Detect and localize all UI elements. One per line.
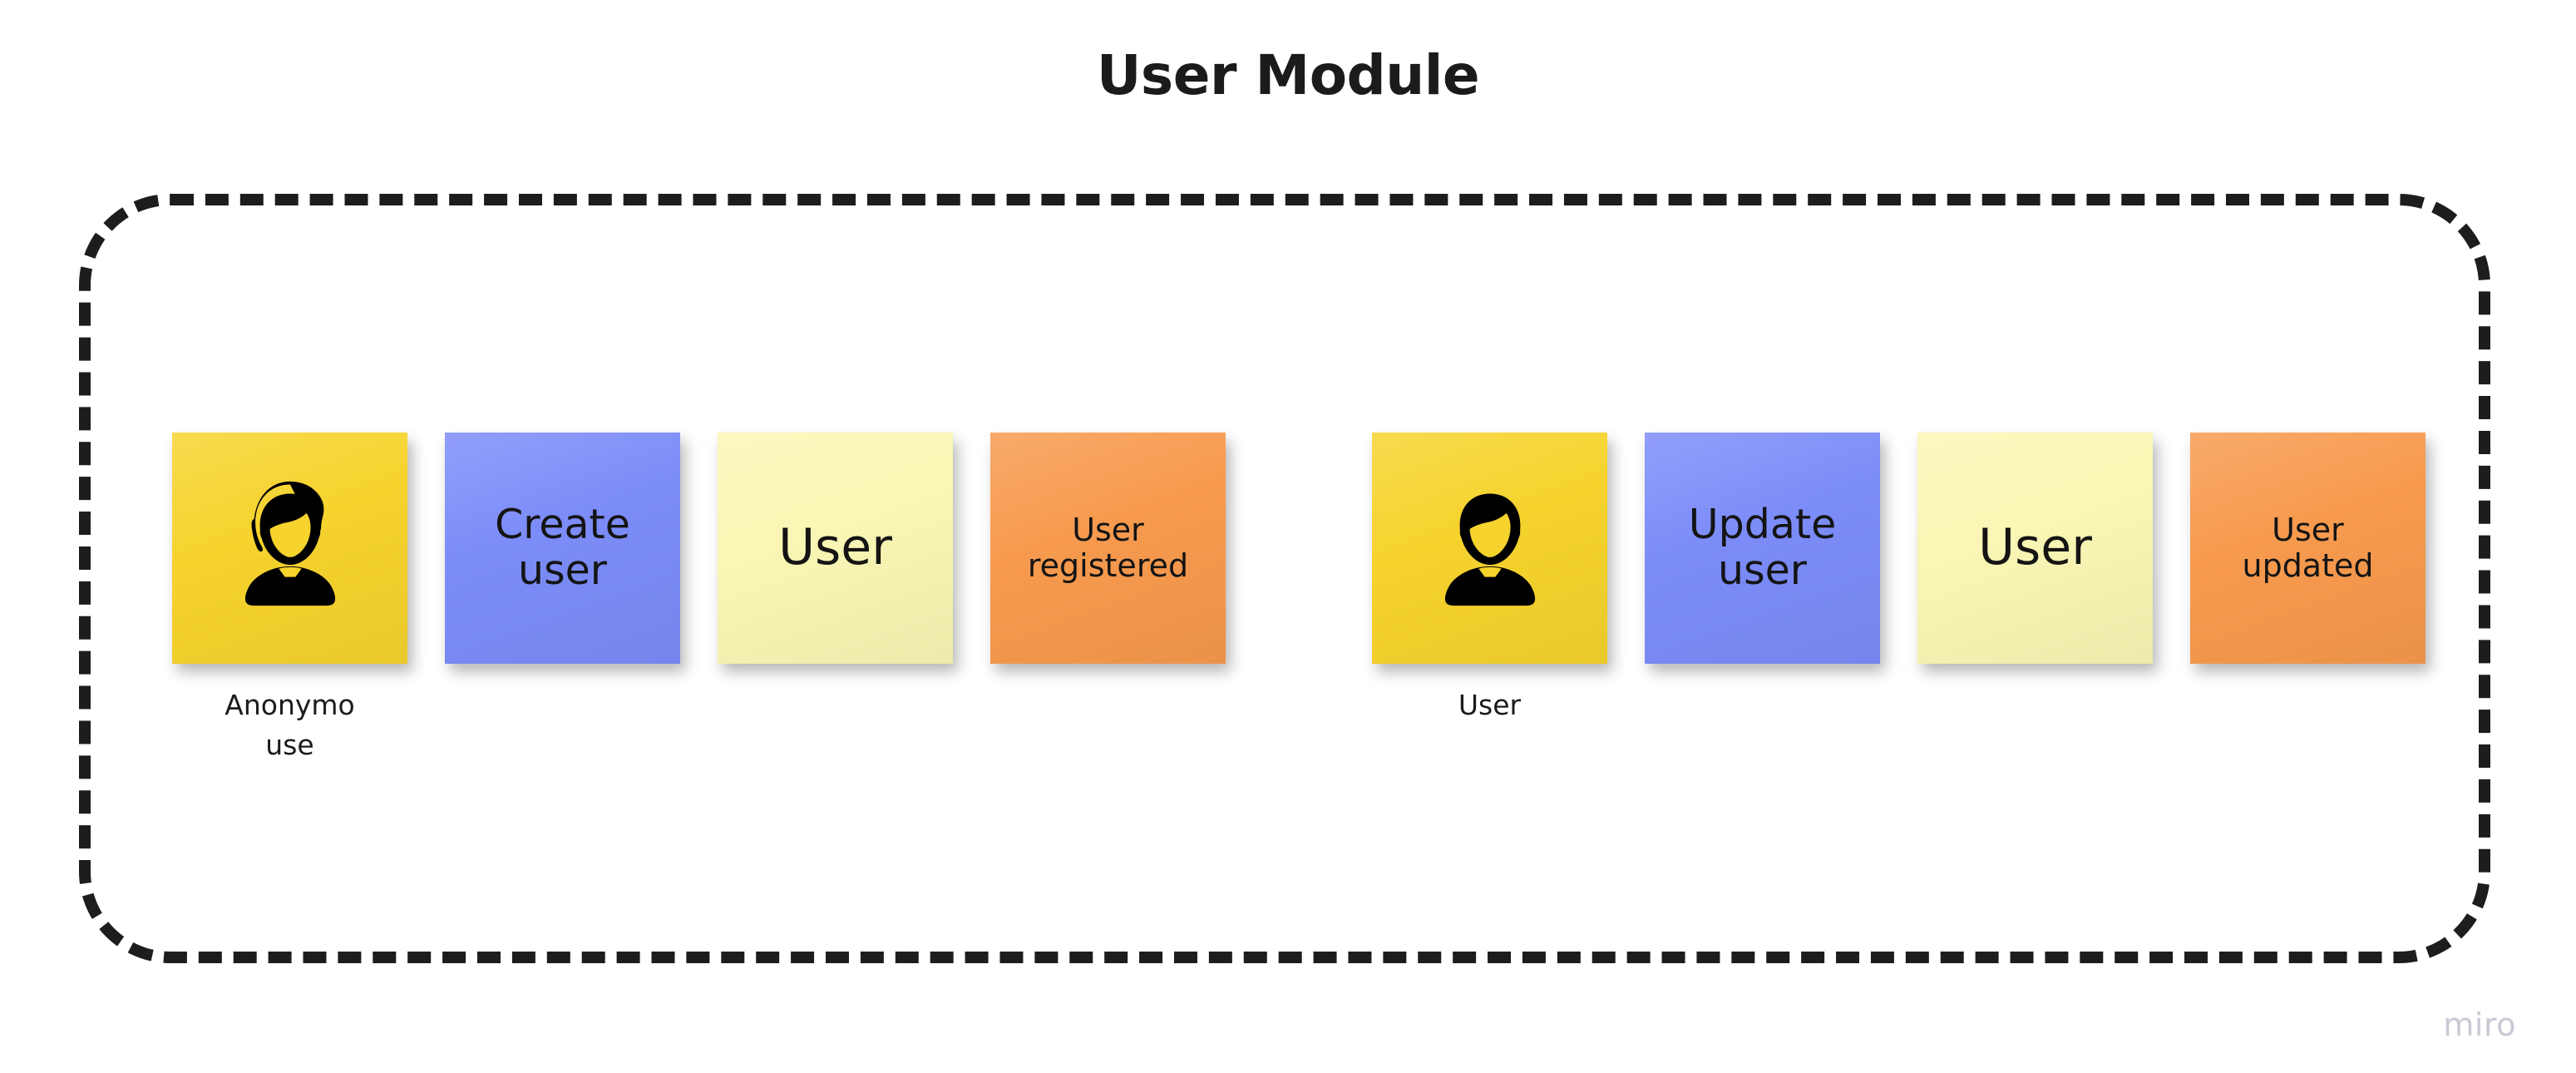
- sticky-note-text: Update user: [1688, 501, 1837, 594]
- sticky-note-aggregate[interactable]: User: [718, 433, 953, 664]
- sticky-note-event[interactable]: User updated: [2190, 433, 2425, 664]
- sticky-note-text: User registered: [1027, 512, 1189, 584]
- actor-label: Anonymo use: [225, 689, 355, 761]
- miro-watermark: miro: [2443, 1006, 2516, 1043]
- command-slot: Update user: [1645, 433, 1880, 664]
- note-group-registration: Anonymo use Create user User User regist…: [172, 433, 1226, 765]
- event-slot: User registered: [990, 433, 1226, 664]
- sticky-note-actor[interactable]: [172, 433, 407, 664]
- actor-slot: Anonymo use: [172, 433, 407, 765]
- sticky-note-actor[interactable]: [1372, 433, 1607, 664]
- sticky-note-text: User updated: [2242, 512, 2374, 584]
- aggregate-slot: User: [718, 433, 953, 664]
- page-title: User Module: [1096, 43, 1480, 107]
- command-slot: Create user: [445, 433, 680, 664]
- module-boundary: [79, 194, 2490, 963]
- aggregate-slot: User: [1917, 433, 2153, 664]
- sticky-note-aggregate[interactable]: User: [1917, 433, 2153, 664]
- sticky-note-text: User: [1978, 518, 2092, 577]
- actor-slot: User: [1372, 433, 1607, 725]
- note-group-update: User Update user User User updated: [1372, 433, 2425, 725]
- sticky-note-command[interactable]: Update user: [1645, 433, 1880, 664]
- user-avatar-icon: [244, 481, 335, 606]
- sticky-note-text: User: [778, 518, 892, 577]
- actor-label: User: [1458, 689, 1522, 721]
- sticky-note-event[interactable]: User registered: [990, 433, 1226, 664]
- sticky-note-text: Create user: [495, 501, 630, 594]
- sticky-note-command[interactable]: Create user: [445, 433, 680, 664]
- event-slot: User updated: [2190, 433, 2425, 664]
- user-avatar-icon: [1444, 493, 1535, 606]
